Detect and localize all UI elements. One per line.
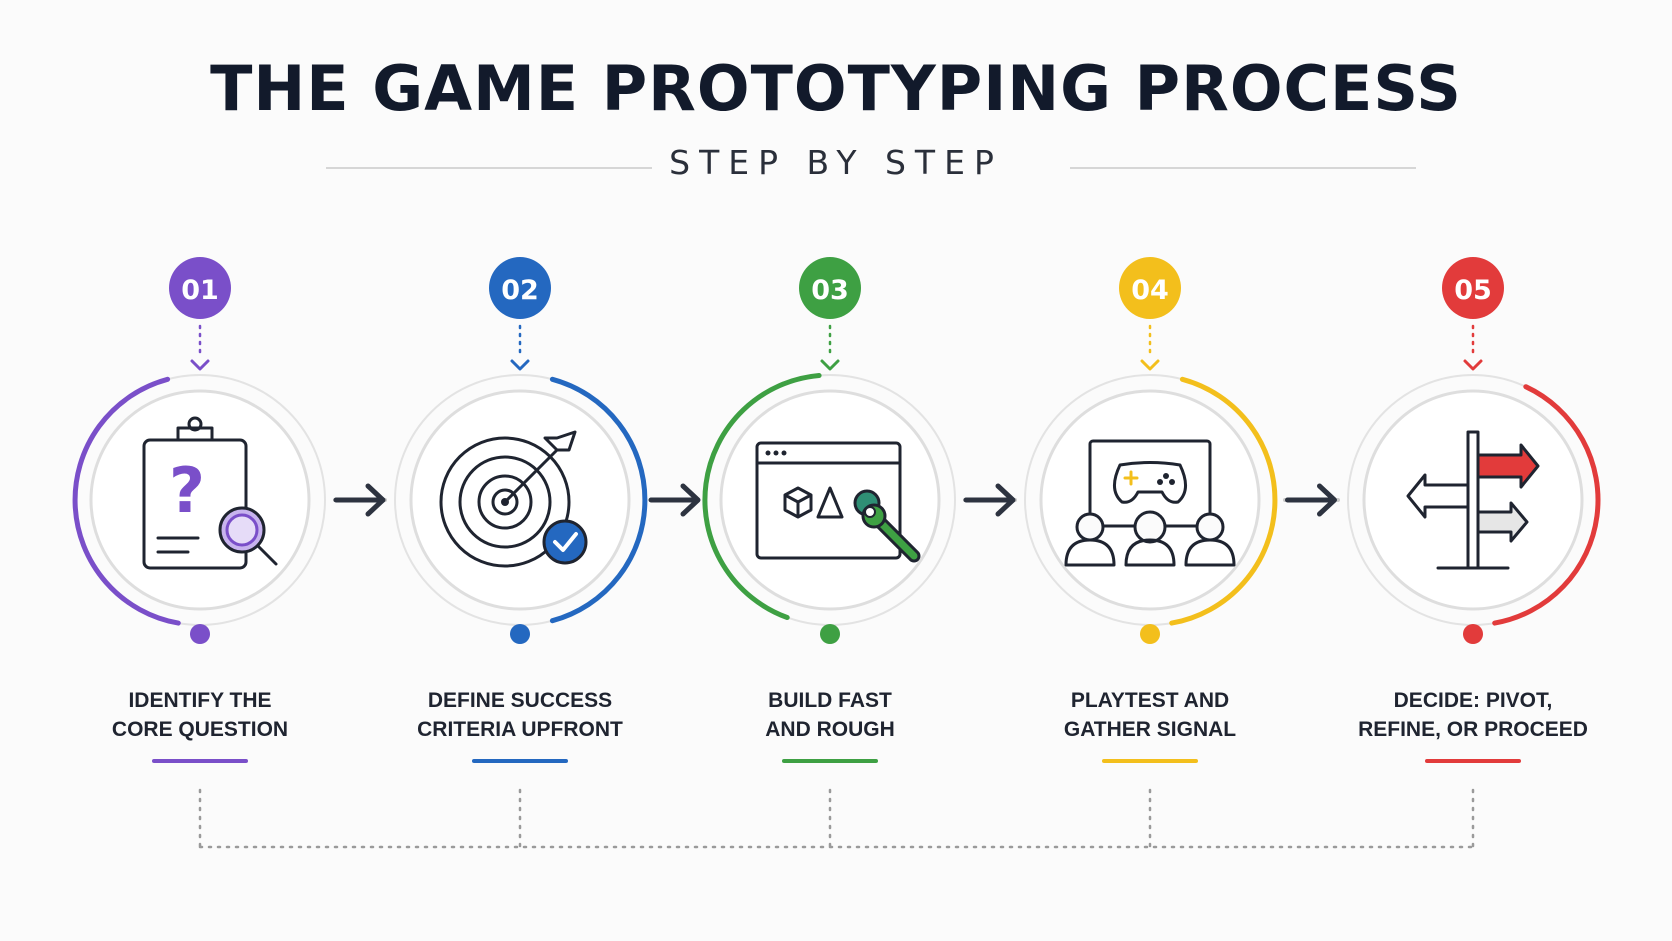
step-04: 04 [1024, 257, 1278, 763]
step-02: 02 [394, 257, 648, 763]
chevron-down-icon [190, 359, 210, 371]
step-progress-arc [1492, 384, 1601, 626]
chevron-down-icon [1140, 359, 1160, 371]
svg-text:?: ? [169, 454, 205, 527]
step-label-line1: BUILD FAST [768, 689, 892, 712]
step-progress-arc [549, 376, 648, 624]
chevron-down-icon [1463, 359, 1483, 371]
step-label-line1: IDENTIFY THE [128, 689, 272, 712]
step-label: IDENTIFY THE CORE QUESTION [60, 686, 340, 744]
step-05: 05 [1347, 257, 1601, 763]
step-dot [1140, 624, 1160, 644]
step-number: 02 [501, 275, 539, 306]
step-label-line2: REFINE, OR PROCEED [1358, 718, 1588, 741]
signpost-icon [1406, 430, 1540, 570]
step-label-line1: PLAYTEST AND [1070, 689, 1230, 712]
step-label: DECIDE: PIVOT, REFINE, OR PROCEED [1333, 686, 1613, 744]
step-label-line1: DEFINE SUCCESS [427, 689, 613, 712]
step-label-line2: AND ROUGH [765, 718, 895, 741]
step-number-badge: 04 [1119, 257, 1181, 319]
flow-arrow-icon [1283, 483, 1340, 517]
step-number-badge: 03 [799, 257, 861, 319]
screen-gamepad-players-icon [1064, 439, 1236, 567]
step-number: 01 [181, 275, 219, 306]
step-label-line2: CRITERIA UPFRONT [417, 718, 623, 741]
step-dot [510, 624, 530, 644]
step-label: PLAYTEST AND GATHER SIGNAL [1010, 686, 1290, 744]
step-dot [1463, 624, 1483, 644]
step-label-line2: GATHER SIGNAL [1063, 718, 1237, 741]
step-label: DEFINE SUCCESS CRITERIA UPFRONT [380, 686, 660, 744]
step-progress-arc [1169, 376, 1278, 626]
step-label-line1: DECIDE: PIVOT, [1393, 689, 1553, 712]
step-number-badge: 05 [1442, 257, 1504, 319]
target-arrow-check-icon [439, 430, 588, 568]
chevron-down-icon [820, 359, 840, 371]
step-dot [190, 624, 210, 644]
step-01: 01? [72, 257, 326, 763]
subtitle-rule-left [326, 167, 652, 169]
step-inner-ring [1039, 389, 1261, 611]
flow-arrow-icon [963, 483, 1017, 517]
step-number: 03 [811, 275, 849, 306]
bottom-connector [198, 788, 1475, 849]
step-inner-ring [409, 389, 631, 611]
flow-arrow-icon [333, 483, 387, 517]
step-dot [820, 624, 840, 644]
page-subtitle: STEP BY STEP [669, 143, 1003, 182]
step-number: 05 [1454, 275, 1492, 306]
step-03: 03 [702, 257, 956, 763]
step-progress-arc [72, 376, 181, 626]
browser-shapes-wrench-icon [755, 441, 921, 563]
step-inner-ring [1362, 389, 1584, 611]
step-label: BUILD FAST AND ROUGH [690, 686, 970, 744]
flow-arrow-icon [648, 483, 701, 517]
subtitle-rule-right [1070, 167, 1416, 169]
chevron-down-icon [510, 359, 530, 371]
step-number-badge: 01 [169, 257, 231, 319]
step-label-line2: CORE QUESTION [111, 718, 289, 741]
step-number: 04 [1131, 275, 1169, 306]
clipboard-question-magnifier-icon: ? [142, 416, 278, 570]
step-number-badge: 02 [489, 257, 551, 319]
page-title: THE GAME PROTOTYPING PROCESS [210, 52, 1462, 125]
step-inner-ring [719, 389, 941, 611]
step-progress-arc [702, 373, 822, 620]
